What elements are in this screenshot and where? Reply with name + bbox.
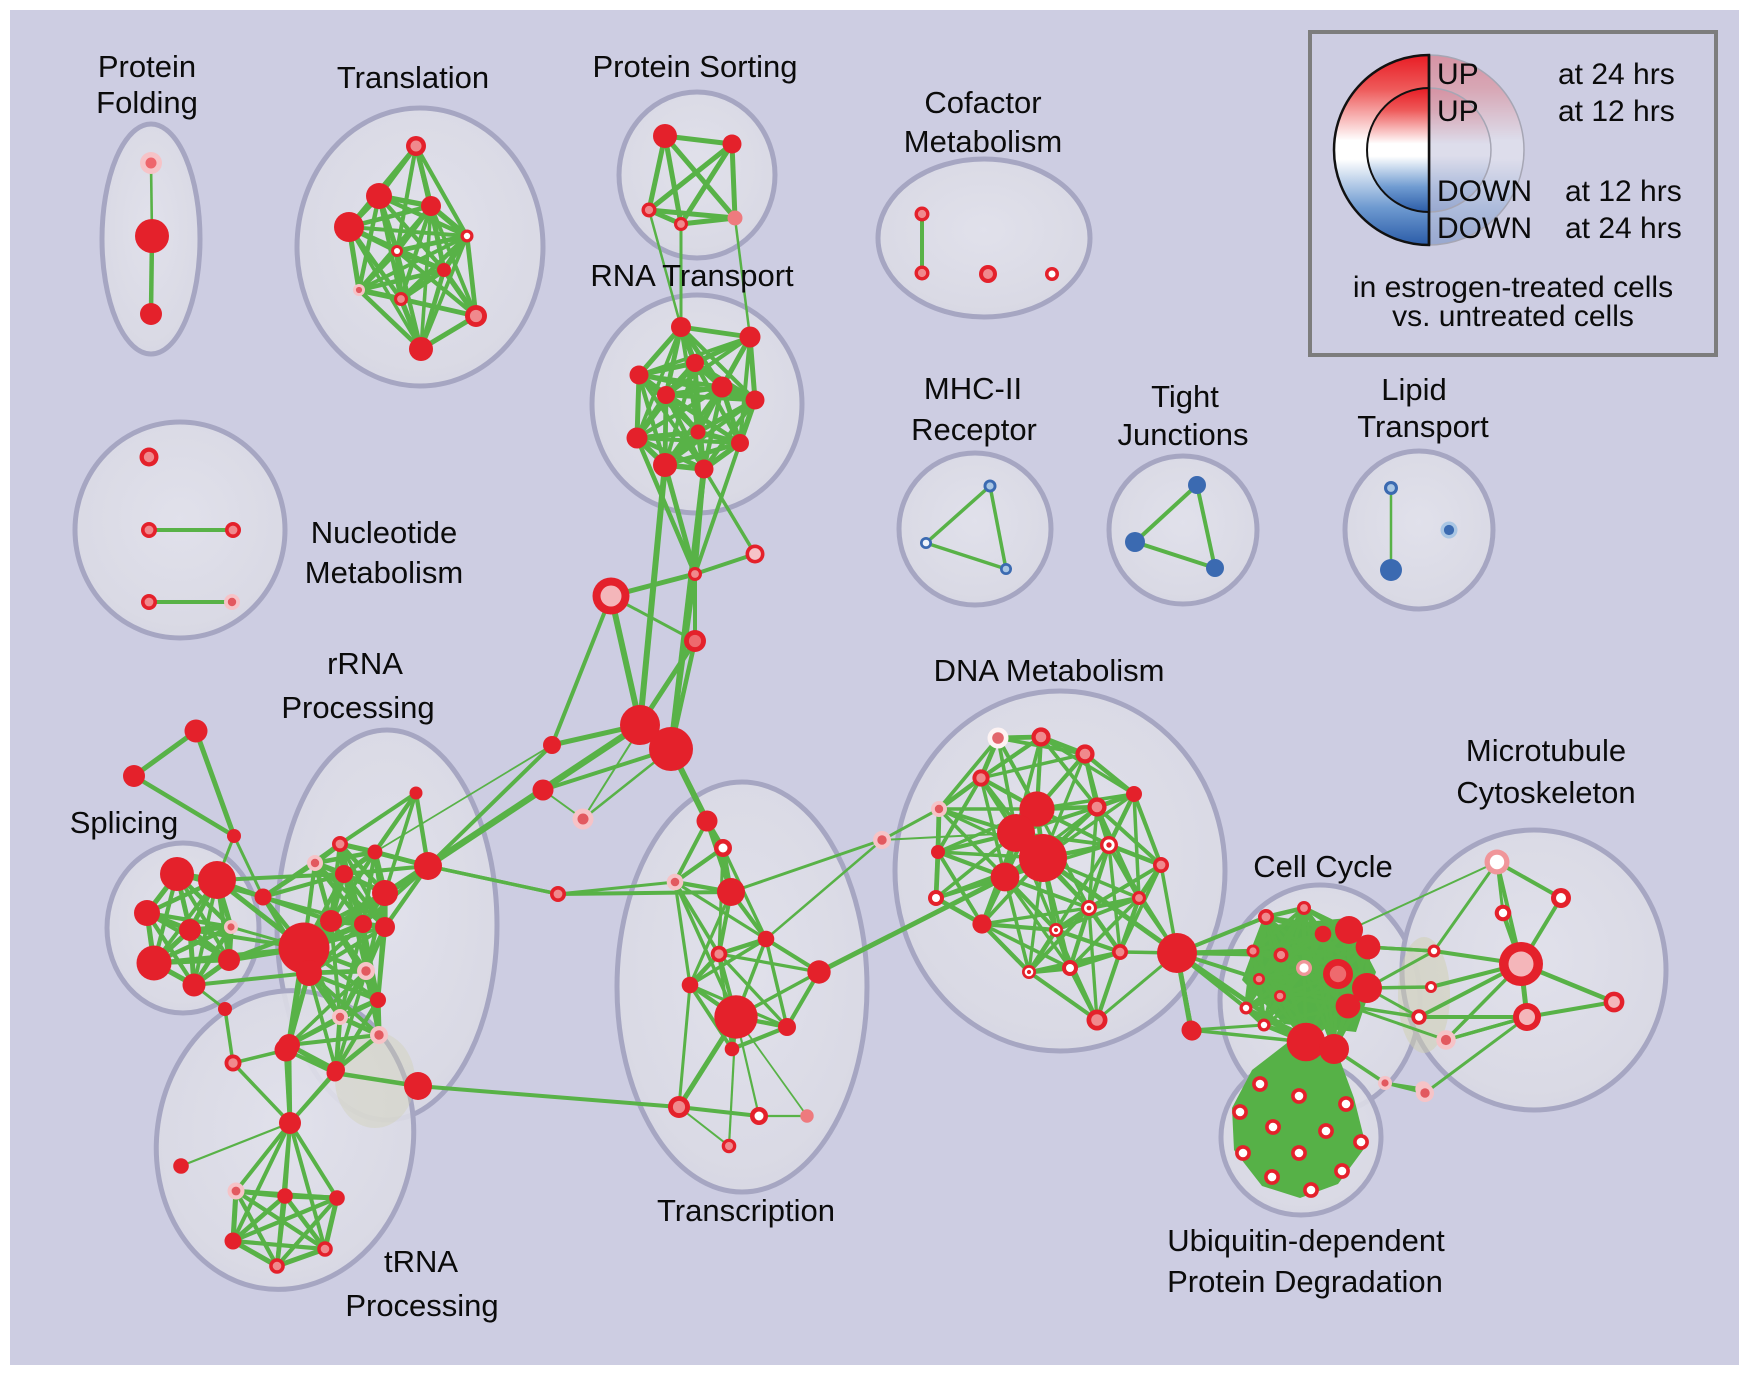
svg-text:at 12 hrs: at 12 hrs (1558, 95, 1675, 128)
svg-text:Transcription: Transcription (657, 1193, 835, 1228)
svg-text:Protein Sorting: Protein Sorting (592, 49, 797, 84)
svg-text:Junctions: Junctions (1118, 417, 1249, 452)
svg-text:Lipid: Lipid (1381, 372, 1447, 407)
svg-text:Processing: Processing (345, 1288, 498, 1323)
svg-text:Metabolism: Metabolism (904, 124, 1063, 159)
svg-text:Cofactor: Cofactor (924, 85, 1041, 120)
svg-text:Processing: Processing (281, 690, 434, 725)
svg-text:tRNA: tRNA (384, 1244, 458, 1279)
svg-text:at 24 hrs: at 24 hrs (1565, 212, 1682, 245)
svg-text:at 12 hrs: at 12 hrs (1565, 175, 1682, 208)
svg-text:Transport: Transport (1357, 409, 1489, 444)
svg-text:UP: UP (1437, 58, 1479, 91)
svg-text:Microtubule: Microtubule (1466, 733, 1626, 768)
svg-text:UP: UP (1437, 95, 1479, 128)
svg-text:at 24 hrs: at 24 hrs (1558, 58, 1675, 91)
svg-text:Receptor: Receptor (911, 412, 1037, 447)
svg-text:Splicing: Splicing (70, 805, 179, 840)
svg-text:in estrogen-treated cells: in estrogen-treated cells (1353, 271, 1673, 304)
svg-text:RNA Transport: RNA Transport (590, 258, 794, 293)
svg-text:Nucleotide: Nucleotide (311, 515, 457, 550)
svg-text:Metabolism: Metabolism (305, 555, 464, 590)
svg-text:Folding: Folding (96, 85, 198, 120)
svg-text:Cell Cycle: Cell Cycle (1253, 849, 1393, 884)
svg-text:vs. untreated cells: vs. untreated cells (1392, 300, 1634, 333)
svg-text:Translation: Translation (337, 60, 489, 95)
svg-text:Tight: Tight (1151, 379, 1219, 414)
svg-text:rRNA: rRNA (327, 646, 403, 681)
svg-text:DOWN: DOWN (1437, 212, 1532, 245)
svg-text:MHC-II: MHC-II (924, 371, 1022, 406)
svg-text:Ubiquitin-dependent: Ubiquitin-dependent (1167, 1223, 1445, 1258)
svg-text:DNA Metabolism: DNA Metabolism (934, 653, 1165, 688)
svg-text:Protein Degradation: Protein Degradation (1167, 1264, 1443, 1299)
svg-text:Protein: Protein (98, 49, 196, 84)
svg-text:Cytoskeleton: Cytoskeleton (1456, 775, 1635, 810)
svg-text:DOWN: DOWN (1437, 175, 1532, 208)
